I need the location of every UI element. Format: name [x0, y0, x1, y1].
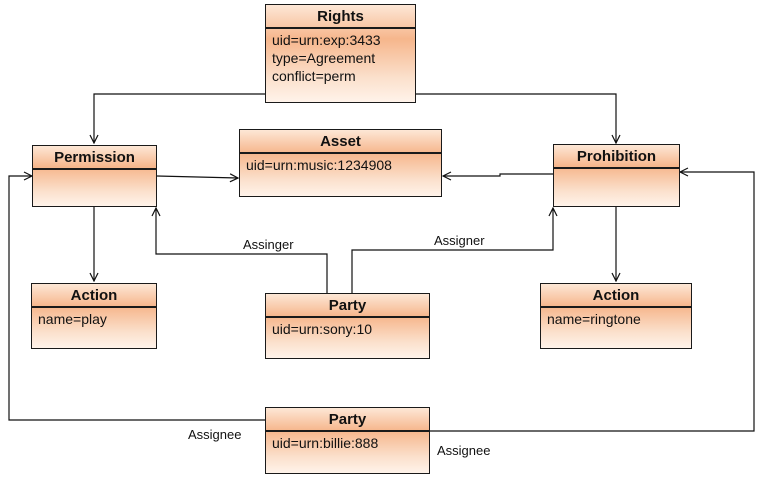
assignee-label-right: Assignee	[437, 443, 491, 458]
edge-rights-prohibition	[415, 93, 616, 143]
prohibition-title: Prohibition	[554, 145, 679, 169]
party-billie-box[interactable]: Party uid=urn:billie:888	[265, 407, 430, 474]
edge-billie-permission	[8, 176, 265, 421]
action-ringtone-name: name=ringtone	[547, 311, 641, 327]
rights-uid: uid=urn:exp:3433	[272, 32, 381, 48]
edge-sony-prohibition	[351, 208, 553, 293]
party-billie-uid: uid=urn:billie:888	[272, 435, 379, 451]
rights-type: type=Agreement	[272, 50, 376, 66]
action-ringtone-title: Action	[541, 284, 691, 308]
rights-conflict: conflict=perm	[272, 68, 356, 84]
asset-uid: uid=urn:music:1234908	[246, 157, 392, 173]
action-play-title: Action	[32, 284, 156, 308]
asset-title: Asset	[240, 130, 441, 154]
action-ringtone-attributes: name=ringtone	[541, 308, 691, 330]
edge-billie-prohibition	[429, 172, 755, 432]
asset-box[interactable]: Asset uid=urn:music:1234908	[239, 129, 442, 197]
party-billie-attributes: uid=urn:billie:888	[266, 432, 429, 454]
rights-box[interactable]: Rights uid=urn:exp:3433 type=Agreement c…	[265, 4, 416, 103]
rights-title: Rights	[266, 5, 415, 29]
assignee-label-left: Assignee	[188, 427, 242, 442]
edge-sony-permission	[156, 208, 328, 293]
party-sony-title: Party	[266, 294, 429, 318]
action-play-box[interactable]: Action name=play	[31, 283, 157, 349]
action-play-attributes: name=play	[32, 308, 156, 330]
edge-rights-permission	[94, 93, 265, 143]
action-play-name: name=play	[38, 311, 107, 327]
action-ringtone-box[interactable]: Action name=ringtone	[540, 283, 692, 349]
party-sony-uid: uid=urn:sony:10	[272, 321, 373, 337]
party-sony-box[interactable]: Party uid=urn:sony:10	[265, 293, 430, 359]
party-sony-attributes: uid=urn:sony:10	[266, 318, 429, 340]
prohibition-box[interactable]: Prohibition	[553, 144, 680, 207]
assigner-label-right: Assigner	[434, 233, 485, 248]
permission-title: Permission	[33, 146, 156, 170]
edge-prohibition-asset	[443, 174, 553, 176]
rights-attributes: uid=urn:exp:3433 type=Agreement conflict…	[266, 29, 415, 87]
permission-box[interactable]: Permission	[32, 145, 157, 207]
edge-permission-asset	[156, 176, 238, 178]
party-billie-title: Party	[266, 408, 429, 432]
asset-attributes: uid=urn:music:1234908	[240, 154, 441, 176]
assigner-label-left: Assinger	[243, 237, 294, 252]
